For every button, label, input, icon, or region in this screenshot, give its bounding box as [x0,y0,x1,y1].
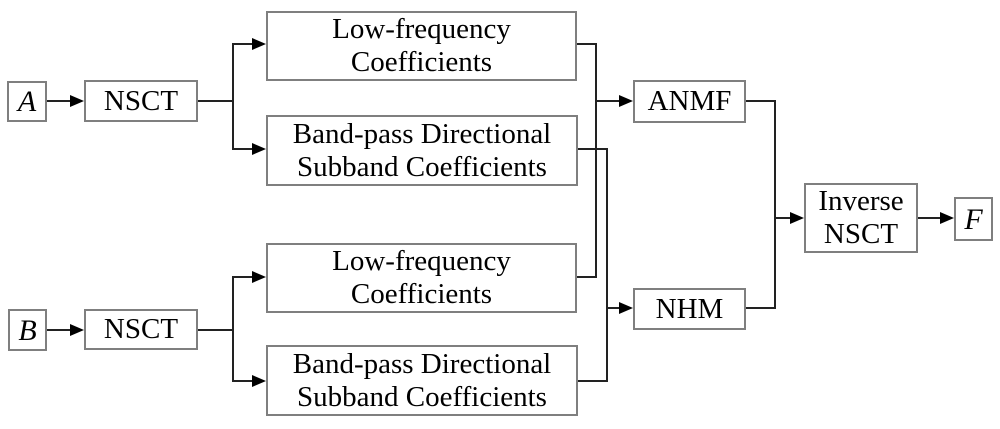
node-bandpass-b-line1: Band-pass Directional [292,347,552,380]
node-output-f: F [954,197,993,241]
node-lowfreq-b-line2: Coefficients [350,278,493,310]
edge-anmf-in-line [595,100,621,102]
arrowhead-to-lowfreq-b [252,271,266,283]
edge-nhm-out-line [746,307,776,309]
edge-nsct-b-out-line [198,329,234,331]
edge-nsct-a-out-line [198,100,234,102]
node-nsct-a: NSCT [84,80,198,122]
edge-bandpass-bus-line [606,148,608,382]
edge-lowfreq-a-out-line [577,43,597,45]
node-anmf-label: ANMF [647,85,732,117]
edge-nsct-a-branch-line [232,43,234,150]
node-bandpass-a: Band-pass Directional Subband Coefficien… [266,115,578,186]
edge-inverse-nsct-in-line [774,217,792,219]
edge-lowfreq-bus-line [595,43,597,278]
edge-lowfreq-b-out-line [577,276,597,278]
node-lowfreq-b-line1: Low-frequency [332,245,511,277]
node-lowfreq-a-line2: Coefficients [350,46,493,78]
edge-bandpass-a-out-line [578,148,608,150]
node-lowfreq-a-line1: Low-frequency [332,13,511,45]
node-bandpass-a-line1: Band-pass Directional [292,117,552,150]
node-lowfreq-b: Low-frequency Coefficients [266,243,577,313]
node-bandpass-b: Band-pass Directional Subband Coefficien… [266,345,578,416]
edge-to-bandpass-b-line [232,380,254,382]
node-lowfreq-a: Low-frequency Coefficients [266,11,577,81]
edge-nsct-b-branch-line [232,276,234,382]
node-input-a-label: A [17,85,37,118]
arrowhead-a-to-nsct [70,95,84,107]
edge-nhm-in-line [606,307,621,309]
edge-to-bandpass-a-line [232,148,254,150]
arrowhead-inverse-nsct-in [790,212,804,224]
node-inverse-nsct-line1: Inverse [818,185,904,217]
node-output-f-label: F [964,202,983,236]
edge-inverse-nsct-to-f-line [918,217,942,219]
edge-bandpass-b-out-line [578,380,608,382]
node-nhm: NHM [633,288,746,330]
arrowhead-anmf-in [619,95,633,107]
node-nsct-b-label: NSCT [103,313,179,345]
edge-to-lowfreq-b-line [232,276,254,278]
arrowhead-f-in [940,212,954,224]
edge-anmf-out-line [746,100,776,102]
node-input-b: B [8,309,47,351]
node-nsct-b: NSCT [84,309,198,350]
edge-a-to-nsct-line [47,100,72,102]
edge-b-to-nsct-line [47,329,72,331]
node-inverse-nsct-line2: NSCT [823,218,899,250]
arrowhead-nhm-in [619,302,633,314]
arrowhead-b-to-nsct [70,324,84,336]
edge-fusion-bus-line [774,100,776,309]
arrowhead-to-bandpass-b [252,375,266,387]
node-nsct-a-label: NSCT [103,84,179,117]
node-input-b-label: B [18,313,37,347]
node-inverse-nsct: Inverse NSCT [804,183,918,253]
node-nhm-label: NHM [655,292,724,325]
arrowhead-to-lowfreq-a [252,38,266,50]
node-input-a: A [7,81,47,122]
node-bandpass-b-line2: Subband Coefficients [297,380,547,413]
edge-to-lowfreq-a-line [232,43,254,45]
node-anmf: ANMF [633,80,746,123]
node-bandpass-a-line2: Subband Coefficients [297,150,547,183]
arrowhead-to-bandpass-a [252,143,266,155]
